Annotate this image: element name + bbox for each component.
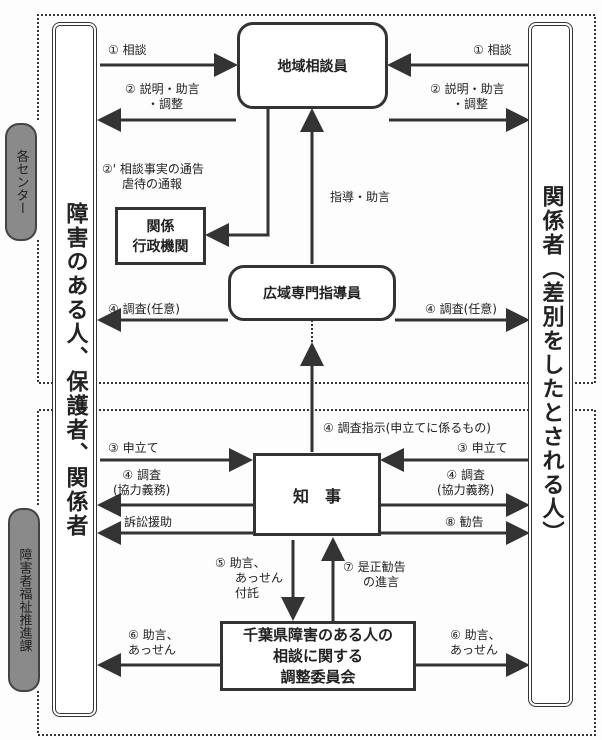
- label-consult-left: ① 相談: [108, 43, 147, 57]
- division-region-border: [37, 409, 596, 736]
- label-explain-right: ② 説明・助言・調整: [430, 82, 505, 111]
- label-petition-left: ③ 申立て: [108, 441, 159, 455]
- label-petition-right: ③ 申立て: [457, 441, 508, 455]
- label-consult-right: ① 相談: [473, 43, 512, 57]
- division-label: 障害者福祉推進課: [8, 508, 40, 692]
- label-litigation: 訴訟援助: [124, 515, 173, 529]
- center-region-border: [37, 14, 596, 384]
- center-label: 各センター: [5, 123, 37, 241]
- local-counselor-box: 地域相談員: [237, 22, 388, 109]
- label-survey-left: ④ 調査(協力義務): [113, 468, 171, 497]
- label-advice-left: ⑥ 助言、あっせん: [128, 628, 179, 657]
- label-survey-instruction: ④ 調査指示(申立てに係るもの): [323, 421, 491, 435]
- label-guidance: 指導・助言: [330, 190, 391, 204]
- committee-box: 千葉県障害のある人の相談に関する調整委員会: [220, 621, 416, 691]
- admin-agency-box: 関係行政機関: [115, 207, 206, 265]
- label-survey-right: ④ 調査(協力義務): [437, 468, 495, 497]
- arrow-notify-agency: [205, 108, 270, 247]
- label-survey-voluntary-right: ④ 調査(任意): [425, 302, 497, 316]
- label-mediation: ⑤ 助言、あっせん付託: [215, 556, 284, 600]
- label-explain-left: ② 説明・助言・調整: [125, 82, 200, 111]
- label-notify: ②' 相談事実の通告虐待の通報: [102, 162, 204, 191]
- label-advice-right: ⑥ 助言、あっせん: [450, 628, 501, 657]
- governor-box: 知 事: [253, 453, 381, 536]
- label-survey-voluntary-left: ④ 調査(任意): [108, 302, 180, 316]
- left-party-bar: 障害のある人、保護者、関係者: [52, 22, 97, 717]
- regional-advisor-box: 広域専門指導員: [228, 265, 396, 321]
- right-party-bar: 関係者（差別をしたとされる人）: [528, 22, 573, 707]
- label-recommend: ⑧ 勧告: [445, 515, 484, 529]
- label-correction: ⑦ 是正勧告の進言: [343, 560, 406, 589]
